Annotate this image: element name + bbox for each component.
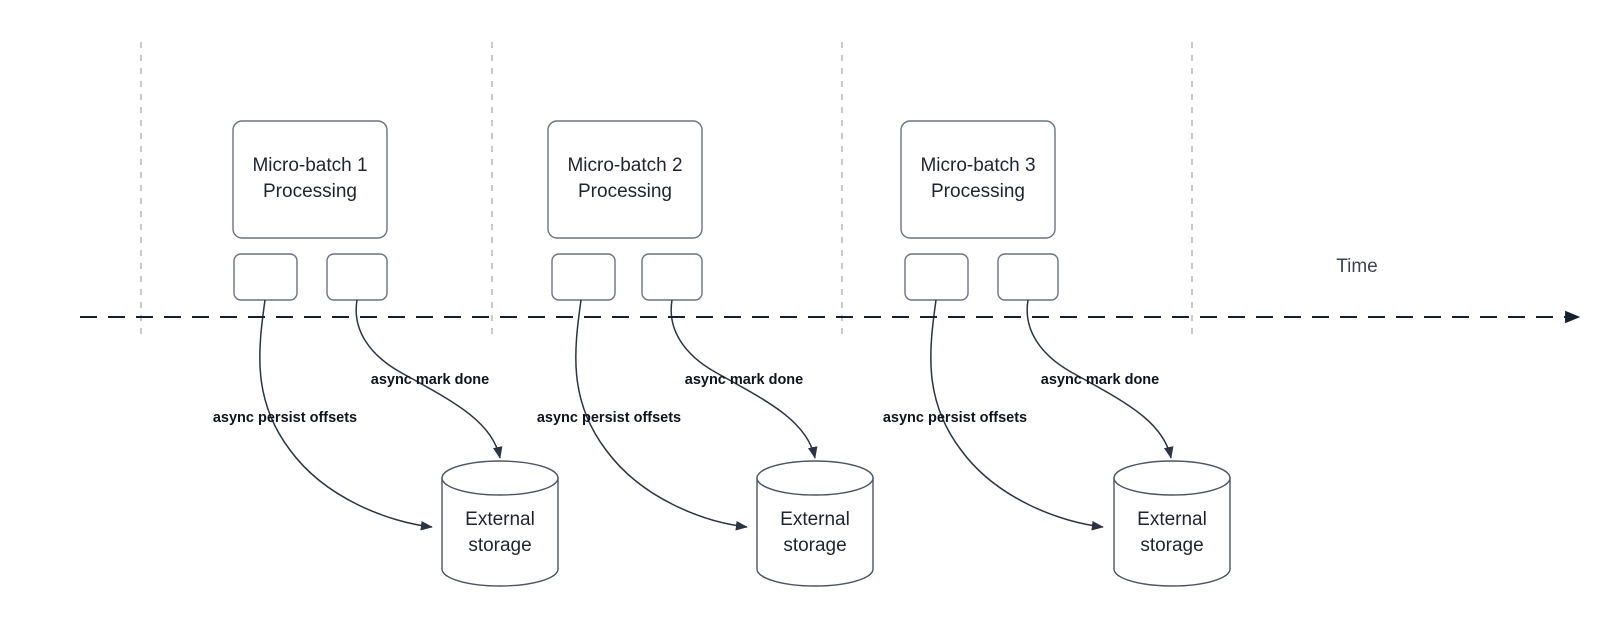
async-mark-done-label-1: async mark done [371, 372, 489, 388]
external-storage-label-line2-2: storage [783, 535, 846, 556]
batch-group-1: Micro-batch 1 Processing async persist o… [213, 120, 559, 587]
micro-batch-2-label-line1: Micro-batch 2 [567, 155, 682, 176]
cylinder-top-shape [441, 460, 559, 496]
time-axis-label: Time [1336, 256, 1378, 277]
divider-lines [140, 42, 1193, 340]
async-persist-offsets-label-3: async persist offsets [883, 410, 1027, 426]
async-mark-done-label-3: async mark done [1041, 372, 1159, 388]
micro-batch-box-shape [232, 120, 388, 239]
micro-batch-3-box[interactable]: Micro-batch 3 Processing [900, 120, 1056, 239]
batch-group-3: Micro-batch 3 Processing async persist o… [883, 120, 1231, 587]
batch-group-2: Micro-batch 2 Processing async persist o… [537, 120, 874, 587]
async-persist-offsets-curve-1 [259, 299, 433, 531]
async-persist-offsets-label-2: async persist offsets [537, 410, 681, 426]
cylinder-top-shape [756, 460, 874, 496]
async-persist-offsets-label-1: async persist offsets [213, 410, 357, 426]
mark-done-task-box-3[interactable] [997, 253, 1059, 301]
timeline-axis: Time [80, 256, 1581, 324]
external-storage-cylinder-1[interactable]: External storage [441, 460, 559, 587]
mark-done-task-box-1[interactable] [326, 253, 388, 301]
micro-batch-1-label-line2: Processing [263, 181, 357, 202]
cylinder-body-shape [1113, 477, 1231, 587]
persist-offsets-task-box-1[interactable] [233, 253, 298, 301]
micro-batch-2-box[interactable]: Micro-batch 2 Processing [547, 120, 703, 239]
external-storage-cylinder-3[interactable]: External storage [1113, 460, 1231, 587]
external-storage-cylinder-2[interactable]: External storage [756, 460, 874, 587]
mark-done-task-box-2[interactable] [641, 253, 703, 301]
micro-batch-2-label-line2: Processing [578, 181, 672, 202]
micro-batch-1-box[interactable]: Micro-batch 1 Processing [232, 120, 388, 239]
async-mark-done-curve-1 [355, 299, 503, 459]
external-storage-label-line2-3: storage [1140, 535, 1203, 556]
persist-offsets-task-box-2[interactable] [551, 253, 616, 301]
external-storage-label-line1-2: External [780, 509, 850, 530]
external-storage-label-line2-1: storage [468, 535, 531, 556]
async-mark-done-label-2: async mark done [685, 372, 803, 388]
async-mark-done-curve-3 [1026, 299, 1174, 459]
micro-batch-3-label-line2: Processing [931, 181, 1025, 202]
async-persist-offsets-curve-2 [575, 299, 748, 531]
async-mark-done-curve-2 [670, 299, 818, 459]
external-storage-label-line1-3: External [1137, 509, 1207, 530]
micro-batch-box-shape [900, 120, 1056, 239]
cylinder-body-shape [441, 477, 559, 587]
cylinder-body-shape [756, 477, 874, 587]
micro-batch-1-label-line1: Micro-batch 1 [252, 155, 367, 176]
persist-offsets-task-box-3[interactable] [904, 253, 969, 301]
micro-batch-box-shape [547, 120, 703, 239]
external-storage-label-line1-1: External [465, 509, 535, 530]
async-persist-offsets-curve-3 [930, 299, 1104, 531]
micro-batch-3-label-line1: Micro-batch 3 [920, 155, 1035, 176]
cylinder-top-shape [1113, 460, 1231, 496]
